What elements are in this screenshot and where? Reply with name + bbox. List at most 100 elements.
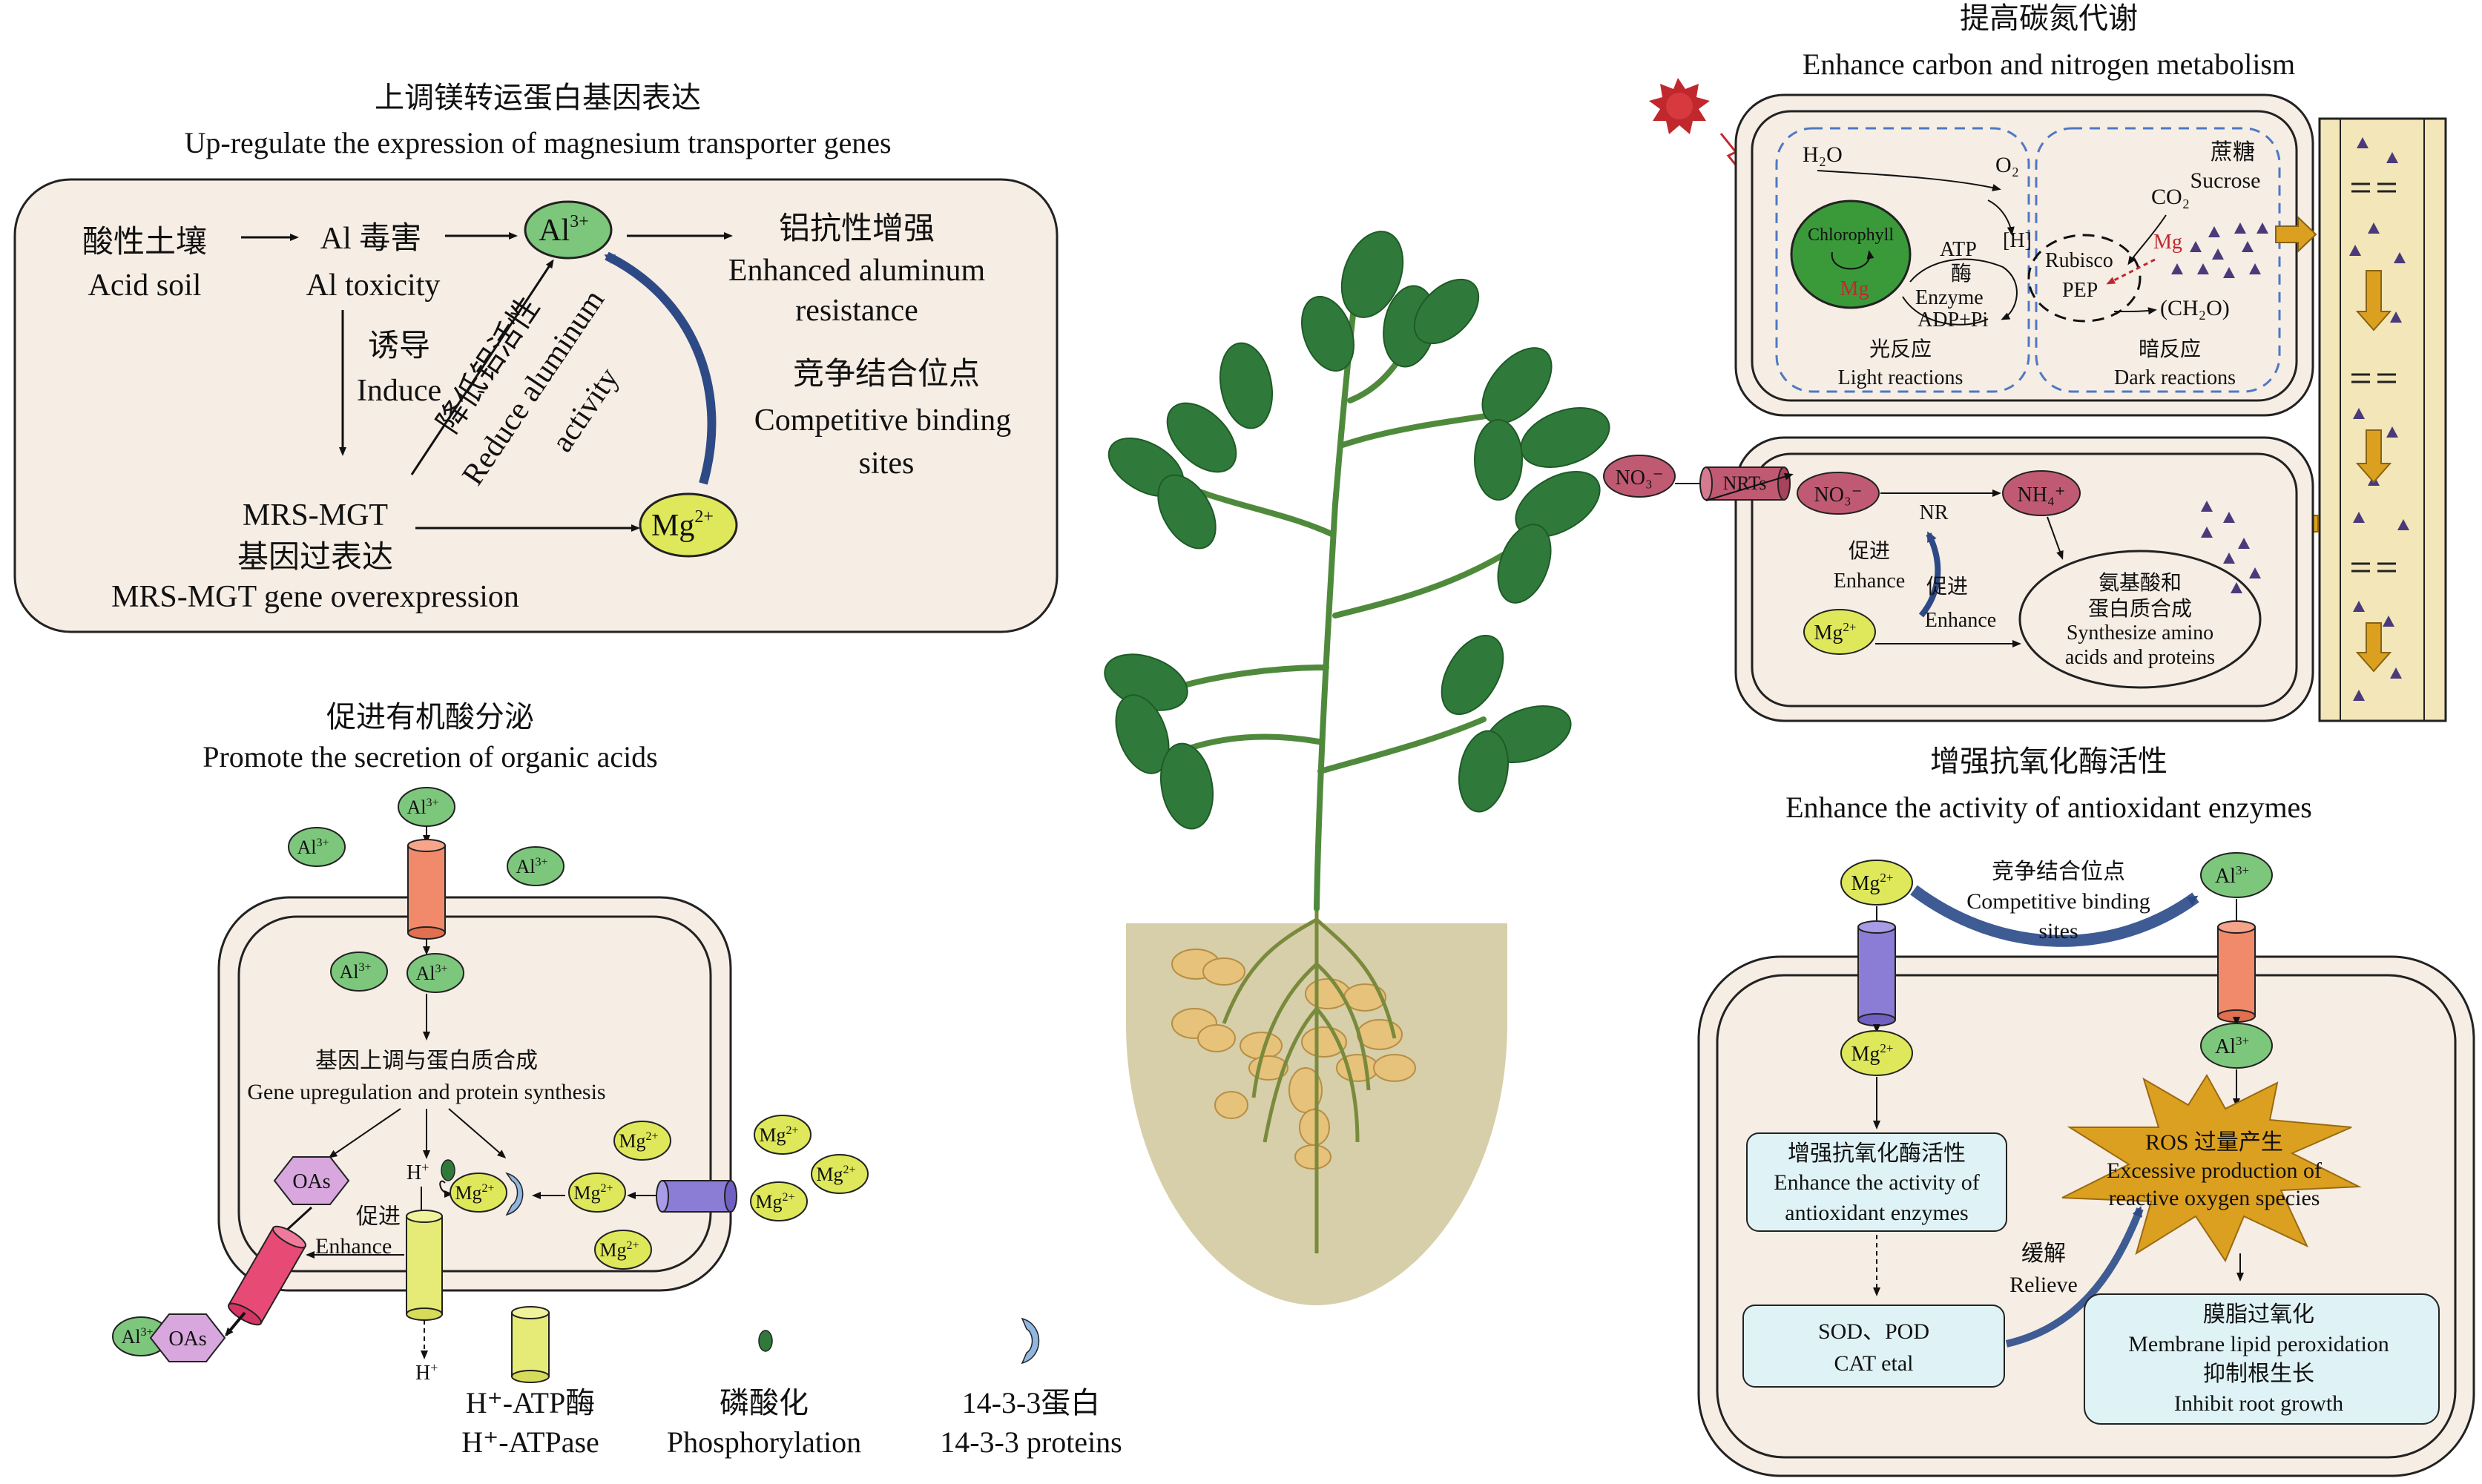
svg-text:Mg2+: Mg2+ <box>1851 1041 1894 1066</box>
nh4-inside <box>2002 470 2081 516</box>
lipid-box <box>2084 1293 2440 1425</box>
al3-sup: 3+ <box>570 212 589 231</box>
h2o-label: H₂O <box>1803 142 1843 167</box>
antiox-competitive-en-2: sites <box>2038 919 2078 943</box>
svg-text:Mg2+: Mg2+ <box>1814 620 1857 644</box>
top-mg-ion: Mg2+ <box>1840 860 1913 906</box>
relieve-en: Relieve <box>2009 1273 2078 1297</box>
o2-label: O₂ <box>1995 153 2019 177</box>
mg-root-ion <box>1803 609 1876 655</box>
legend-phos-cn: 磷酸化 <box>720 1386 809 1419</box>
panel4-title-cn: 增强抗氧化酶活性 <box>1930 745 2167 778</box>
panel3-title-en: Enhance carbon and nitrogen metabolism <box>1803 47 2295 81</box>
pep-label: PEP <box>2062 279 2098 302</box>
enhance-cn: 促进 <box>356 1204 401 1229</box>
amino-cn-2: 蛋白质合成 <box>2088 597 2192 621</box>
mrs-en: MRS-MGT gene overexpression <box>111 580 519 614</box>
legend-atpase-en: H⁺-ATPase <box>461 1425 599 1459</box>
svg-text:Al3+: Al3+ <box>121 1326 153 1348</box>
h-atpase-channel <box>406 1210 443 1321</box>
amino-en-1: Synthesize amino <box>2067 621 2213 644</box>
enzyme-en: Enzyme <box>1915 286 1984 309</box>
ros-en-2: reactive oxygen species <box>2109 1186 2320 1210</box>
panel2-title-en: Promote the secretion of organic acids <box>203 740 658 774</box>
panel-antioxidant: 增强抗氧化酶活性 Enhance the activity of antioxi… <box>1697 745 2475 1477</box>
box1-en-1: Enhance the activity of <box>1774 1170 1979 1195</box>
dark-reaction-zone <box>2035 127 2281 393</box>
svg-text:OAs: OAs <box>292 1170 330 1193</box>
ros-burst <box>2061 1074 2362 1263</box>
outside-mg-ion: Mg2+ <box>594 1230 652 1270</box>
atp-label: ATP <box>1940 238 1977 261</box>
al-oas-complex: Al3+ OAs <box>112 1313 226 1362</box>
oas-hexagon: OAs <box>273 1156 350 1205</box>
svg-text:Al3+: Al3+ <box>406 797 438 818</box>
svg-text:OAs: OAs <box>168 1328 206 1351</box>
light-cn: 光反应 <box>1869 337 1932 361</box>
svg-text:Mg2+: Mg2+ <box>1851 871 1894 895</box>
arrow-mrs-to-al3 <box>410 259 554 475</box>
h-plus-inside: H+ <box>406 1160 429 1184</box>
legend-atpase-cn: H⁺-ATP酶 <box>466 1386 595 1419</box>
mg-channel-vertical <box>1857 920 1896 1026</box>
svg-text:Mg2+: Mg2+ <box>599 1239 639 1261</box>
enhance-en-2: Enhance <box>1925 609 1996 632</box>
panel-magnesium-transporter: 上调镁转运蛋白基因表达 Up-regulate the expression o… <box>13 81 1059 633</box>
svg-text:Al3+: Al3+ <box>415 963 447 984</box>
gene-upregulation-cn: 基因上调与蛋白质合成 <box>315 1049 538 1073</box>
co2-label: CO₂ <box>2151 185 2190 209</box>
outside-mg-ion: Mg2+ <box>811 1154 869 1194</box>
acid-soil-cn: 酸性土壤 <box>82 225 207 260</box>
svg-text:Al3+: Al3+ <box>2215 863 2249 888</box>
induce-en: Induce <box>357 374 441 408</box>
mg-channel <box>656 1180 737 1213</box>
chlorophyll-mg: Mg <box>1840 277 1869 300</box>
calvin-cycle <box>2027 234 2142 323</box>
svg-text:NRTs: NRTs <box>1723 472 1767 494</box>
enzyme-cn: 酶 <box>1951 262 1972 286</box>
al-toxicity-cn: Al 毒害 <box>320 221 422 256</box>
svg-text:NO₃⁻: NO₃⁻ <box>1814 484 1863 507</box>
legend-atpase-icon <box>511 1306 550 1383</box>
enhance-en-1: Enhance <box>1834 570 1905 593</box>
chlorophyll-label: Chlorophyll <box>1808 225 1894 245</box>
amino-en-2: acids and proteins <box>2065 646 2215 669</box>
mg-1433-complex <box>450 1173 507 1213</box>
panel-organic-acids: 促进有机酸分泌 Promote the secretion of organic… <box>112 700 869 1385</box>
phosphorylation-dot <box>441 1159 455 1181</box>
svg-text:Al3+: Al3+ <box>539 212 589 248</box>
nrts-channel: NRTs <box>1699 466 1791 501</box>
svg-text:NO₃⁻: NO₃⁻ <box>1616 466 1664 489</box>
legend-phosphorylation-icon <box>758 1330 773 1352</box>
svg-text:Mg2+: Mg2+ <box>573 1182 613 1204</box>
h-plus-outside: H+ <box>415 1360 438 1385</box>
svg-text:NH₄⁺: NH₄⁺ <box>2018 484 2066 507</box>
dark-en: Dark reactions <box>2114 366 2236 389</box>
panel3-title-cn: 提高碳氮代谢 <box>1960 1 2138 35</box>
nr-label: NR <box>1920 501 1949 524</box>
legend: H⁺-ATP酶 H⁺-ATPase 磷酸化 Phosphorylation 14… <box>461 1306 1122 1459</box>
legend-phos-en: Phosphorylation <box>667 1425 861 1459</box>
sod-line-2: CAT etal <box>1834 1351 1914 1376</box>
svg-text:Mg2+: Mg2+ <box>755 1191 794 1213</box>
outside-mg-ion: Mg2+ <box>754 1115 812 1155</box>
induce-cn: 诱导 <box>368 329 430 363</box>
roots <box>1222 908 1397 1253</box>
outside-al-ion: Al3+ <box>507 846 564 886</box>
top-al-ion: Al3+ <box>398 787 455 827</box>
antiox-competitive-cn: 竞争结合位点 <box>1992 860 2125 884</box>
legend-14-3-3-icon <box>1021 1317 1040 1365</box>
inside-al-ion: Al3+ <box>330 952 388 992</box>
relieve-cn: 缓解 <box>2021 1241 2066 1266</box>
box1-en-2: antioxidant enzymes <box>1785 1201 1968 1225</box>
panel1-box <box>13 178 1059 633</box>
light-en: Light reactions <box>1838 366 1963 389</box>
top-al-ion: Al3+ <box>2200 852 2273 898</box>
enhance-cn-1: 促进 <box>1849 539 1890 563</box>
competitive-en-1: Competitive binding <box>754 403 1011 438</box>
panel1-title-en: Up-regulate the expression of magnesium … <box>184 126 891 159</box>
box1-cn: 增强抗氧化酶活性 <box>1788 1141 1966 1166</box>
inside-mg-ion: Mg2+ <box>568 1173 626 1213</box>
sieve-plates <box>2351 182 2396 573</box>
svg-text:Al3+: Al3+ <box>2215 1034 2249 1058</box>
